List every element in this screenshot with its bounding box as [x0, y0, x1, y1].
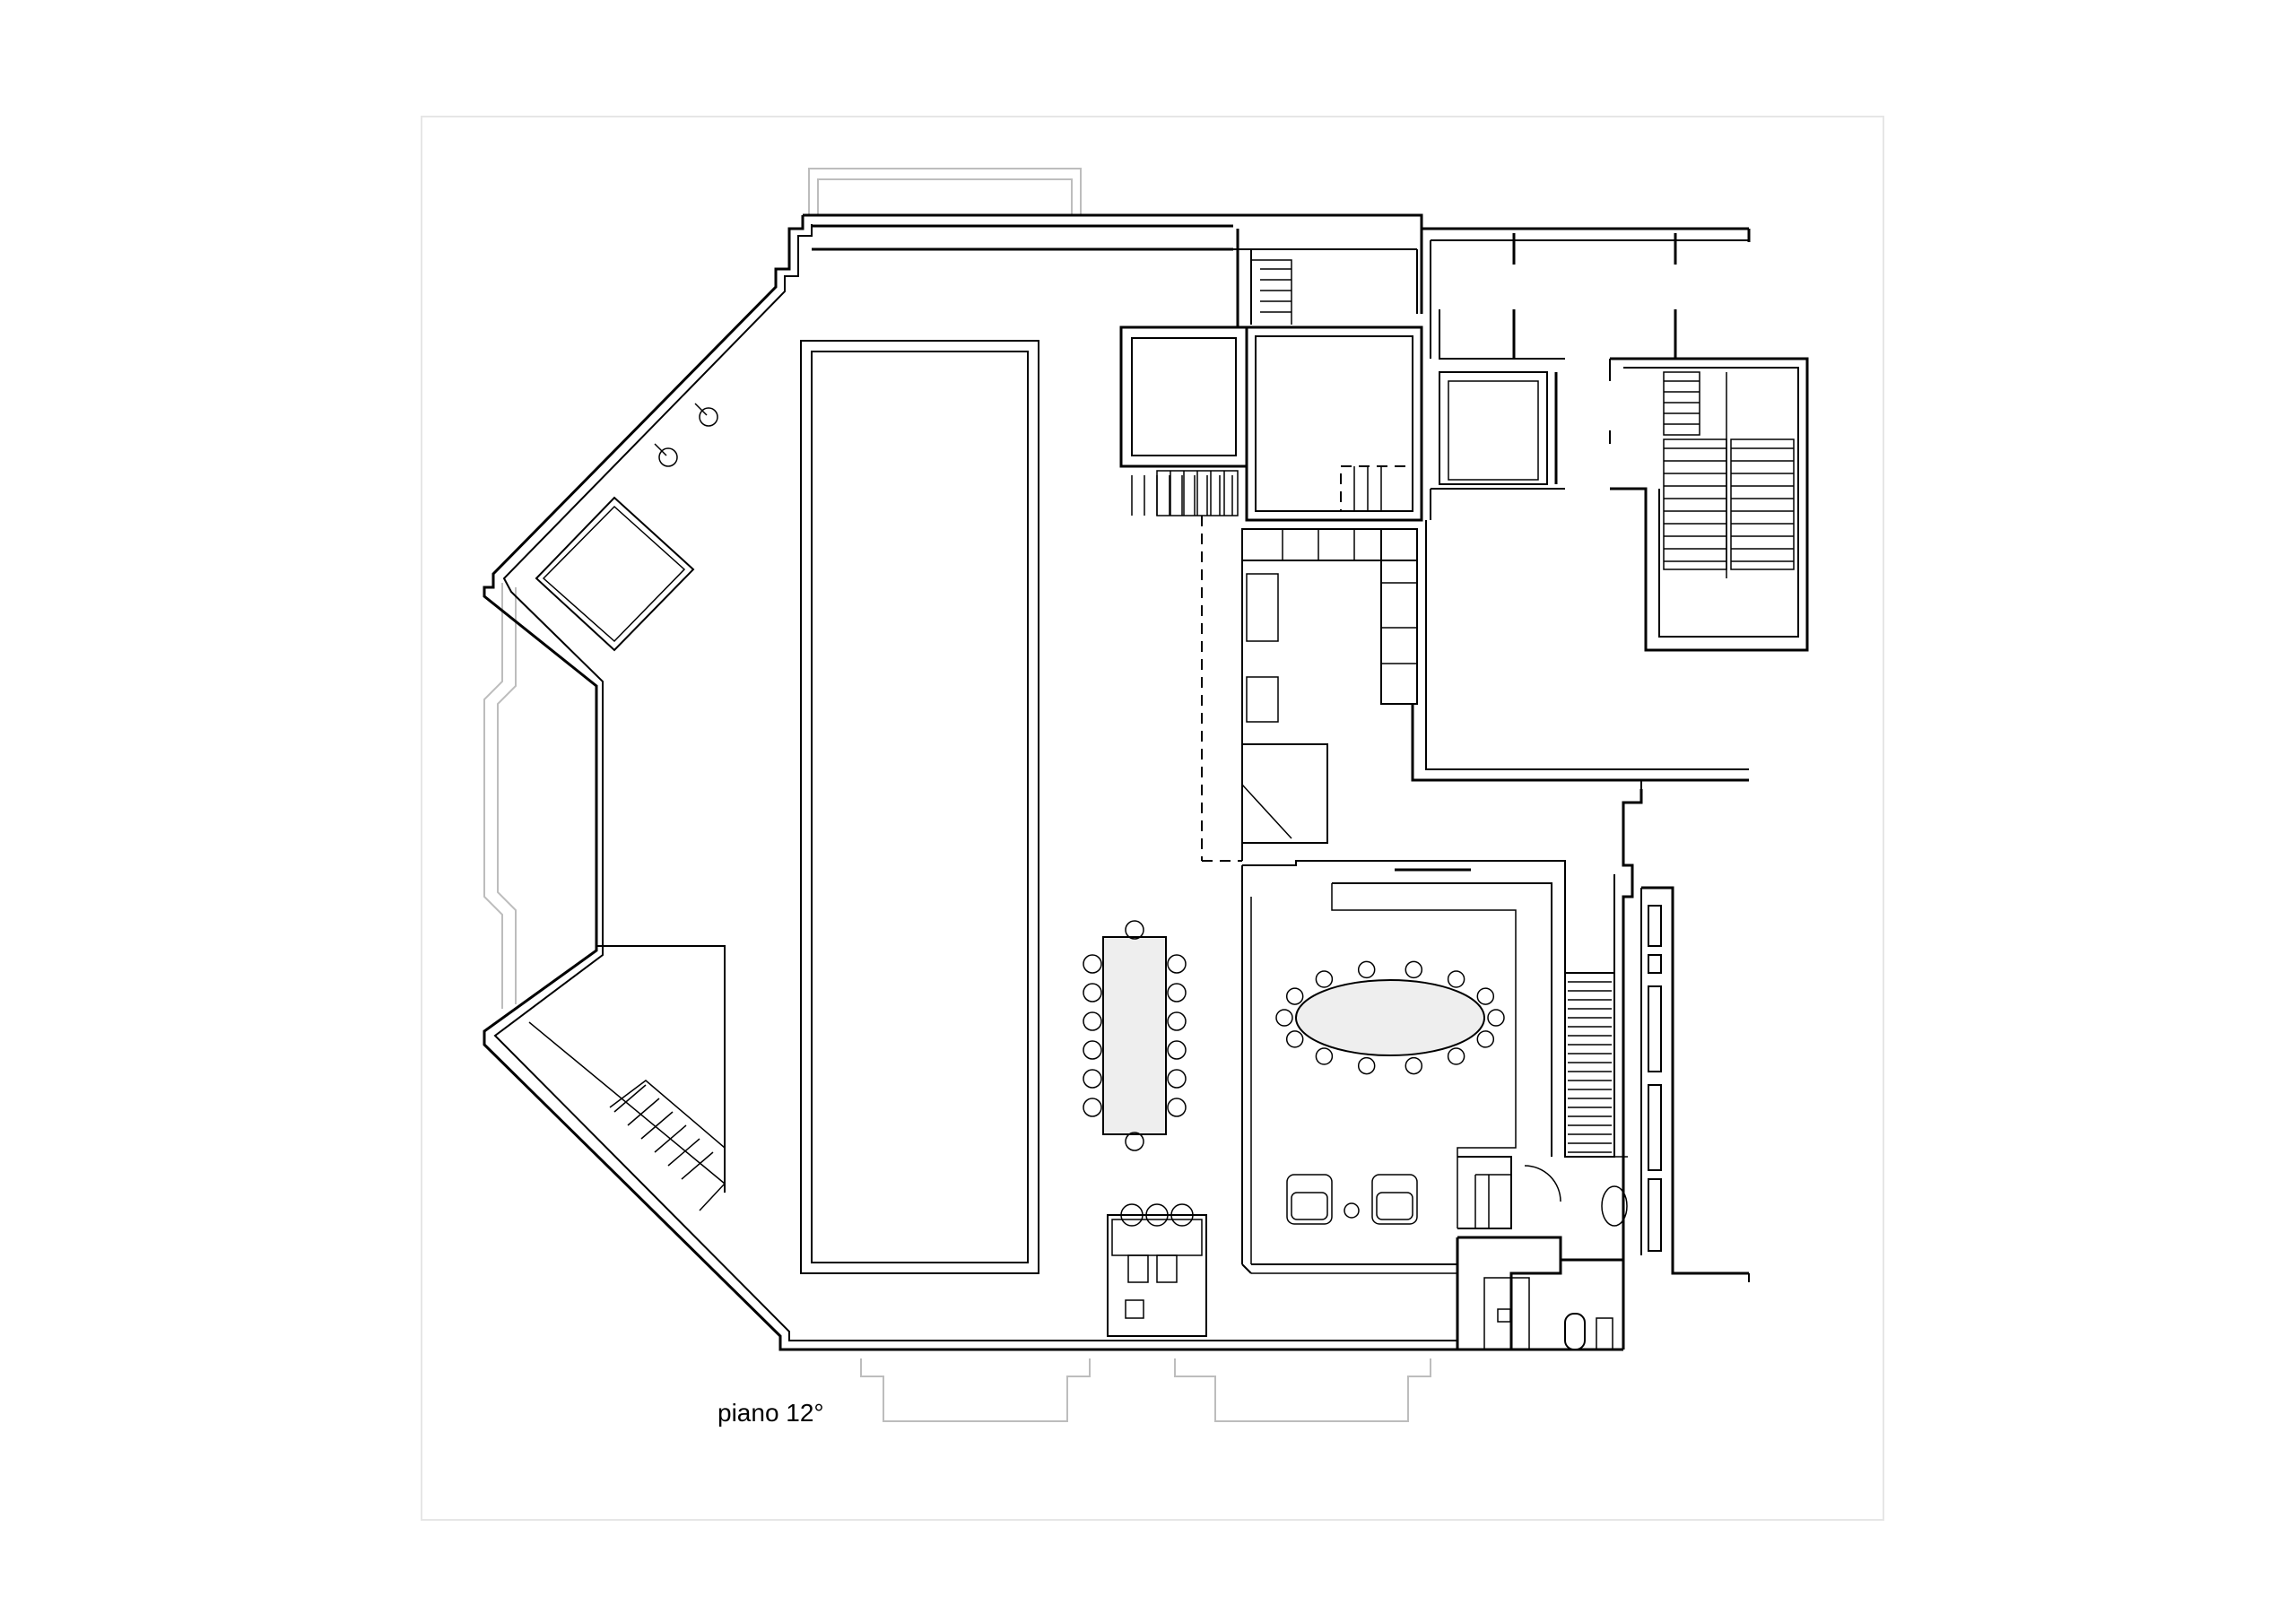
chair: [1125, 920, 1144, 940]
chair: [1447, 1047, 1465, 1065]
chair: [1083, 1069, 1102, 1089]
kitchen-island: [1107, 1203, 1207, 1337]
chair: [1315, 1047, 1334, 1065]
chair: [1167, 1098, 1187, 1117]
chair: [1315, 970, 1334, 988]
chair: [1083, 954, 1102, 974]
stairwell: [1609, 357, 1809, 652]
chair: [1083, 1098, 1102, 1117]
swimming-pool: [800, 340, 1039, 1274]
chair: [1275, 1009, 1293, 1027]
chair: [1285, 987, 1304, 1005]
sheet-frame: [421, 116, 1884, 1521]
floor-caption: piano 12°: [718, 1399, 824, 1427]
chair: [1357, 960, 1376, 979]
chair: [1167, 1040, 1187, 1060]
chair: [1167, 983, 1187, 1002]
balconies: [483, 168, 1431, 1422]
chair: [1167, 1011, 1187, 1031]
chair: [1285, 1030, 1304, 1048]
chair: [1447, 970, 1465, 988]
chair: [1125, 1132, 1144, 1151]
northeast-rooms: [1430, 233, 1749, 520]
chair: [1405, 1056, 1423, 1075]
exterior-walls: [483, 213, 1749, 1351]
chair: [1083, 1040, 1102, 1060]
chair: [1357, 1056, 1376, 1075]
chair: [1167, 1069, 1187, 1089]
kitchen-block: [1201, 516, 1418, 862]
chair: [1405, 960, 1423, 979]
stair-treads: [1131, 380, 1794, 562]
chair: [1083, 1011, 1102, 1031]
east-corridor: [1411, 520, 1749, 1275]
central-core: [1119, 229, 1423, 522]
dining-table: [1083, 920, 1187, 1151]
east-service-block: [1456, 972, 1628, 1351]
chair: [1476, 1030, 1495, 1048]
chair: [1476, 987, 1495, 1005]
living-room: [1241, 860, 1566, 1274]
chair: [1083, 983, 1102, 1002]
chair: [1487, 1009, 1505, 1027]
chair: [1167, 954, 1187, 974]
deck-features: [528, 403, 726, 1211]
